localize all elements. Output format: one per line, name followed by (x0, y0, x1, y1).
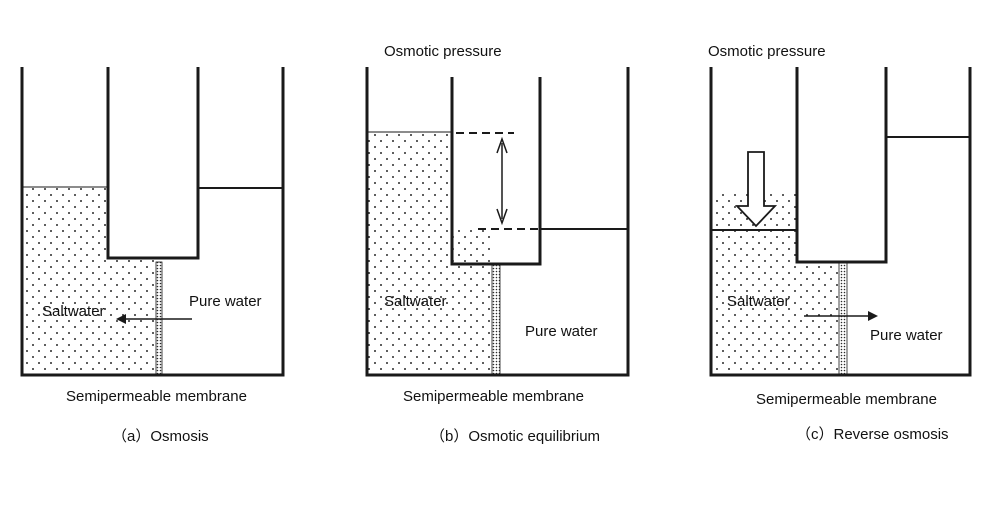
panel-b-membrane (491, 263, 501, 376)
panel-b-caption: （b）Osmotic equilibrium (430, 428, 600, 445)
panel-a-caption: （a）Osmosis (112, 428, 209, 445)
panel-b-equilibrium: Osmotic pressure Saltwater Pure water Se… (365, 43, 630, 445)
panel-c-flow-arrow (804, 311, 878, 321)
panel-b-saltwater-label: Saltwater (384, 293, 447, 310)
panel-c-pressure-down-arrow (734, 151, 778, 228)
panel-c-pure-water-label: Pure water (870, 327, 943, 344)
panel-c-osmotic-pressure-label: Osmotic pressure (708, 43, 826, 60)
panel-a-flow-arrow (116, 314, 192, 324)
panel-a-saltwater-label: Saltwater (42, 303, 105, 320)
panel-b-pure-water-label: Pure water (525, 323, 598, 340)
panel-b-inner-vessel (450, 77, 542, 266)
panel-a-inner-vessel (106, 67, 200, 260)
panel-a-saltwater (22, 186, 156, 375)
panel-b-pressure-height-arrow (496, 136, 508, 226)
panel-b-outer-container (365, 67, 630, 377)
panel-c-reverse-osmosis: Osmotic pressure Saltwater Pure water Se… (708, 43, 972, 443)
panel-a-pure-water-label: Pure water (189, 293, 262, 310)
panel-c-inner-vessel (795, 67, 888, 264)
panel-a-outer-container (20, 67, 285, 377)
panel-c-membrane (838, 261, 848, 376)
panel-b-membrane-label: Semipermeable membrane (403, 388, 584, 405)
panel-c-membrane-label: Semipermeable membrane (756, 391, 937, 408)
panel-a-osmosis: Saltwater Pure water Semipermeable membr… (20, 67, 285, 445)
panel-c-saltwater-label: Saltwater (727, 293, 790, 310)
panel-a-membrane-label: Semipermeable membrane (66, 388, 247, 405)
panel-b-saltwater (367, 131, 492, 375)
panel-c-saltwater (711, 190, 839, 375)
panel-c-caption: （c）Reverse osmosis (796, 426, 949, 443)
panel-c-outer-container (709, 67, 972, 377)
panel-b-osmotic-pressure-label: Osmotic pressure (384, 43, 502, 60)
